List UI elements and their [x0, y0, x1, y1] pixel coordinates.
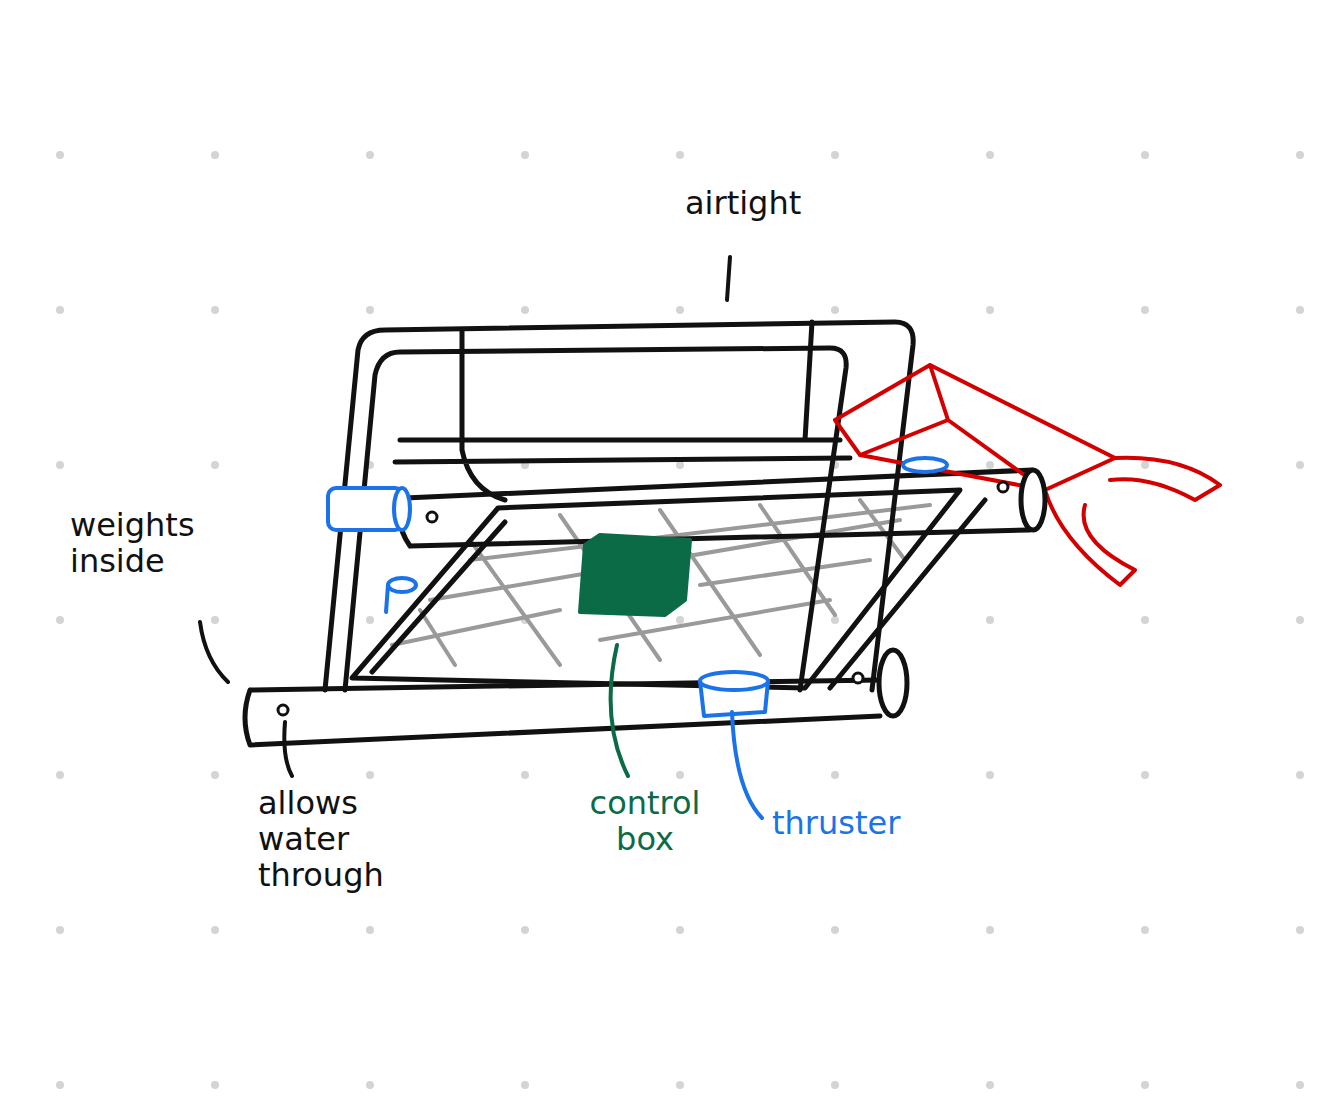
callout-label: weights inside [70, 508, 245, 580]
thruster-end [388, 578, 416, 592]
grid-dot [56, 771, 64, 779]
grid-dot [56, 1081, 64, 1089]
grid-dot [211, 306, 219, 314]
callout-label: control box [560, 786, 730, 858]
grid-dot [676, 771, 684, 779]
illustration [200, 257, 1220, 818]
grid-dot [211, 926, 219, 934]
callout-label: thruster [772, 806, 972, 842]
thruster-body [328, 488, 403, 530]
grid-dot [211, 1081, 219, 1089]
grid-dot [676, 1081, 684, 1089]
grid-dot [1141, 926, 1149, 934]
gripper-arm [835, 365, 1220, 585]
grid-dot [521, 926, 529, 934]
grid-dot [366, 616, 374, 624]
grid-dot [676, 151, 684, 159]
grid-dot [986, 306, 994, 314]
grid-dot [1296, 926, 1304, 934]
grid-dot [676, 461, 684, 469]
frame-outer [325, 322, 913, 690]
frame-inner [345, 348, 846, 690]
grid-dot [676, 926, 684, 934]
grid-dot [986, 151, 994, 159]
grid-dot [1296, 461, 1304, 469]
grid-dot [831, 306, 839, 314]
airtight-tube [395, 322, 850, 500]
leader-line [611, 645, 628, 776]
thruster-end [394, 488, 410, 530]
thruster-end [903, 458, 947, 472]
grid-dot [521, 306, 529, 314]
grid-dot [211, 616, 219, 624]
grid-dot [366, 771, 374, 779]
grid-dot [366, 151, 374, 159]
mesh-line [420, 500, 905, 665]
grid-dot [1141, 306, 1149, 314]
grid-dot [986, 1081, 994, 1089]
grid-dot [521, 151, 529, 159]
grid-dot [986, 926, 994, 934]
thruster-end [700, 672, 768, 690]
grid-dot [56, 616, 64, 624]
water-hole [278, 705, 288, 715]
grid-dot [366, 926, 374, 934]
grid-dot [986, 771, 994, 779]
grid-dot [831, 1081, 839, 1089]
leader-line [732, 712, 762, 818]
grid-dot [1141, 461, 1149, 469]
tube-end [879, 650, 907, 716]
grid-dot [211, 151, 219, 159]
mesh-line [392, 505, 930, 645]
water-hole [998, 482, 1008, 492]
grid-dot [1296, 306, 1304, 314]
grid-dot [831, 771, 839, 779]
grid-dot [366, 306, 374, 314]
grid-dot [1296, 151, 1304, 159]
grid-dot [521, 771, 529, 779]
tube-end [1021, 470, 1045, 530]
leader-line [200, 257, 730, 776]
grid-dot [831, 616, 839, 624]
grid-dot [831, 151, 839, 159]
grid-dot [831, 926, 839, 934]
grid-dot [1141, 1081, 1149, 1089]
grid-dot [211, 461, 219, 469]
grid-dot [1141, 616, 1149, 624]
grid-dot [211, 771, 219, 779]
dot-grid [56, 151, 1304, 1089]
grid-dot [521, 1081, 529, 1089]
callout-label: airtight [685, 186, 885, 222]
grid-dot [676, 616, 684, 624]
control-box [580, 535, 690, 615]
grid-dot [56, 926, 64, 934]
grid-dot [56, 461, 64, 469]
grid-dot [56, 151, 64, 159]
grid-dot [1296, 771, 1304, 779]
grid-dot [986, 616, 994, 624]
illustration-ends [278, 458, 1045, 716]
grid-dot [676, 306, 684, 314]
grid-dot [1296, 616, 1304, 624]
callout-label: allows water through [258, 786, 418, 893]
grid-dot [1296, 1081, 1304, 1089]
water-hole [853, 673, 863, 683]
front-tube [245, 680, 880, 745]
grid-dot [1141, 771, 1149, 779]
grid-dot [986, 461, 994, 469]
grid-dot [56, 306, 64, 314]
grid-dot [366, 1081, 374, 1089]
water-hole [427, 512, 437, 522]
grid-dot [1141, 151, 1149, 159]
